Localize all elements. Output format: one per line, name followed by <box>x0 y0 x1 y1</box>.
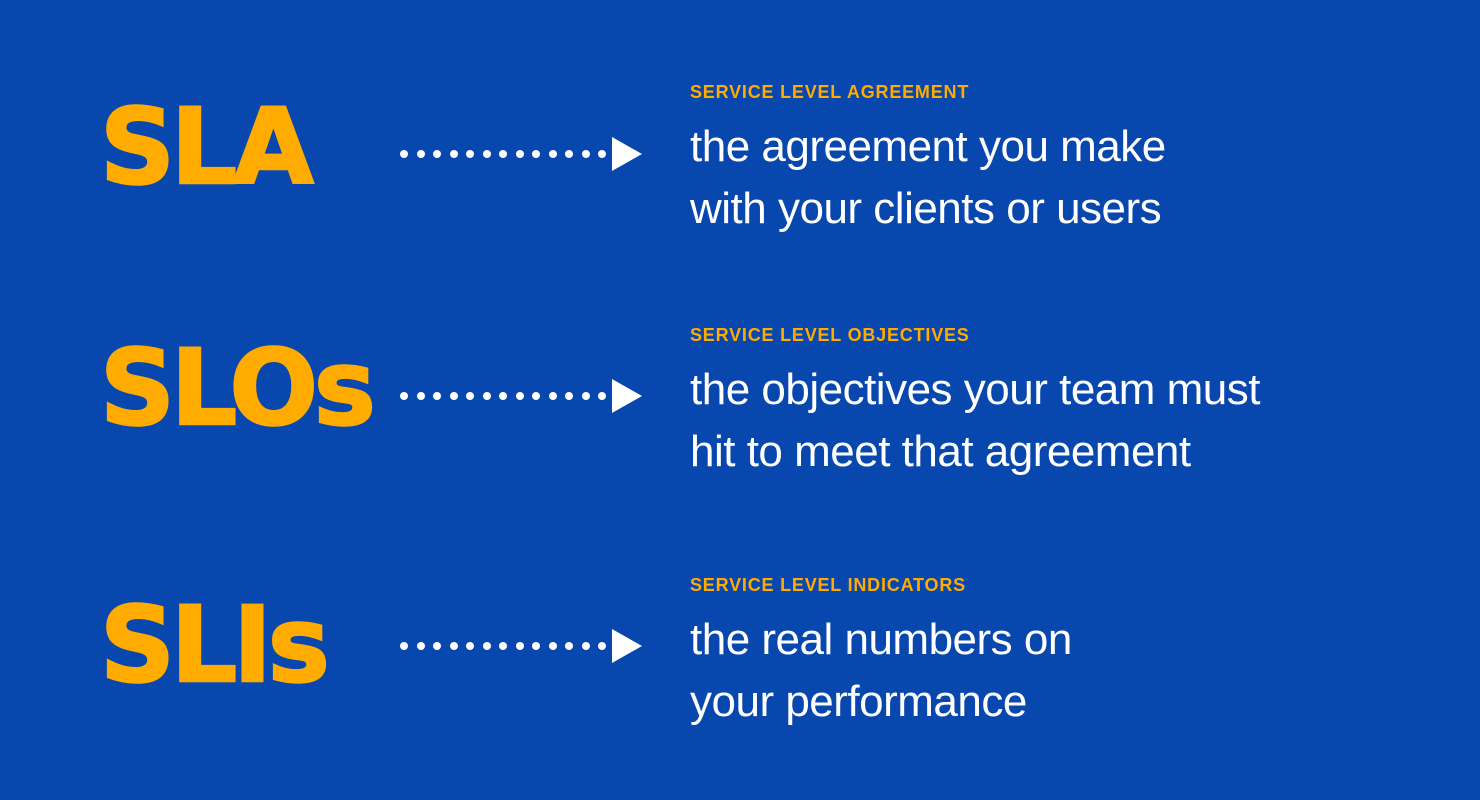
definition-slos: SERVICE LEVEL OBJECTIVES the objectives … <box>690 325 1430 483</box>
arrow-head-icon <box>612 629 642 663</box>
arrow-dot <box>482 150 491 158</box>
acronym-slos: SLOs <box>99 327 377 449</box>
arrow-dot <box>565 150 573 158</box>
definition-line-1: the agreement you make <box>690 122 1166 171</box>
arrow-dot <box>515 642 524 650</box>
definition-line-2: hit to meet that agreement <box>690 427 1191 476</box>
acronym-sla: SLA <box>99 86 315 208</box>
arrow-dot <box>499 150 507 158</box>
arrow-dot <box>416 392 425 400</box>
arrow-dot <box>532 392 540 400</box>
arrow-dot <box>581 642 590 650</box>
arrow-dot <box>482 392 491 400</box>
arrow-dot <box>466 392 474 400</box>
arrow-head-icon <box>612 137 642 171</box>
definition-line-2: with your clients or users <box>690 184 1162 233</box>
arrow-head-icon <box>612 379 642 413</box>
dotted-arrow <box>400 136 642 172</box>
arrow-dot <box>449 642 458 650</box>
arrow-dot <box>416 642 425 650</box>
arrow-dot <box>581 150 590 158</box>
definition-heading: SERVICE LEVEL AGREEMENT <box>690 82 970 102</box>
definition-line-1: the objectives your team must <box>690 365 1260 414</box>
arrow-dots <box>400 642 606 650</box>
dotted-arrow <box>400 378 642 414</box>
definition-sla: SERVICE LEVEL AGREEMENT the agreement yo… <box>690 82 1430 240</box>
arrow-dot <box>532 150 540 158</box>
definition-text: the agreement you make with your clients… <box>690 116 1430 240</box>
definition-heading: SERVICE LEVEL INDICATORS <box>690 575 966 595</box>
arrow-dots <box>400 392 606 400</box>
arrow-dot <box>565 392 573 400</box>
acronym-slis: SLIs <box>99 584 331 706</box>
definition-slis: SERVICE LEVEL INDICATORS the real number… <box>690 575 1430 733</box>
arrow-dot <box>433 150 441 158</box>
arrow-dot <box>598 642 606 650</box>
arrow-dot <box>598 150 606 158</box>
arrow-dot <box>598 392 606 400</box>
arrow-dot <box>400 392 408 400</box>
arrow-dot <box>532 642 540 650</box>
arrow-dot <box>548 150 557 158</box>
arrow-dot <box>433 642 441 650</box>
definition-heading: SERVICE LEVEL OBJECTIVES <box>690 325 970 345</box>
arrow-dot <box>515 150 524 158</box>
arrow-dot <box>449 150 458 158</box>
arrow-dot <box>499 642 507 650</box>
arrow-dot <box>449 392 458 400</box>
arrow-dot <box>400 642 408 650</box>
definition-line-2: your performance <box>690 677 1027 726</box>
definition-line-1: the real numbers on <box>690 615 1072 664</box>
arrow-dot <box>433 392 441 400</box>
arrow-dot <box>548 642 557 650</box>
arrow-dot <box>466 150 474 158</box>
dotted-arrow <box>400 628 642 664</box>
arrow-dot <box>416 150 425 158</box>
arrow-dot <box>548 392 557 400</box>
definition-text: the objectives your team must hit to mee… <box>690 359 1430 483</box>
arrow-dot <box>400 150 408 158</box>
arrow-dot <box>515 392 524 400</box>
arrow-dot <box>482 642 491 650</box>
arrow-dot <box>581 392 590 400</box>
definition-text: the real numbers on your performance <box>690 609 1430 733</box>
arrow-dot <box>565 642 573 650</box>
arrow-dot <box>466 642 474 650</box>
arrow-dots <box>400 150 606 158</box>
arrow-dot <box>499 392 507 400</box>
